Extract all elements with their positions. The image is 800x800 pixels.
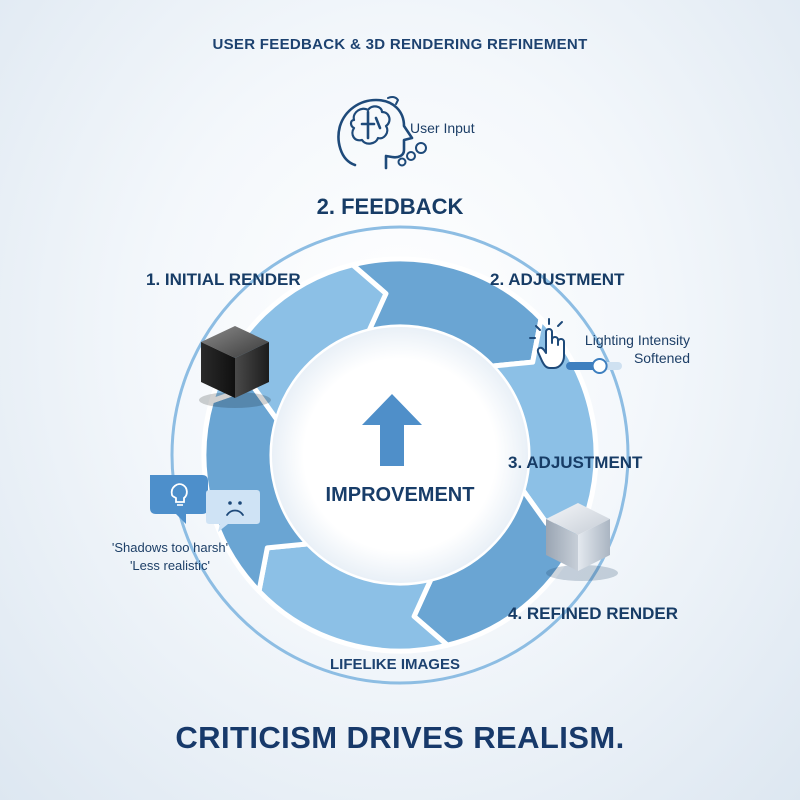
sad-face-bubble-icon — [206, 490, 260, 532]
stage-adjustment-3-label: 3. ADJUSTMENT — [508, 453, 643, 472]
slider-caption-line1: Lighting Intensity — [584, 332, 690, 348]
lightbulb-bubble-icon — [150, 475, 208, 524]
slider-handle — [591, 358, 608, 374]
feedback-quote: 'Shadows too harsh' — [111, 540, 229, 555]
stage-feedback-label: 2. FEEDBACK — [316, 194, 464, 219]
stage-initial-render-label: 1. INITIAL RENDER — [146, 270, 301, 289]
diagram-title: USER FEEDBACK & 3D RENDERING REFINEMENT — [212, 36, 588, 53]
improvement-label: IMPROVEMENT — [325, 484, 475, 506]
slider-caption-line2: Softened — [633, 350, 690, 366]
lighting-slider — [566, 358, 622, 374]
slider-fill — [566, 362, 600, 370]
cube-icon — [199, 326, 271, 408]
cube-icon — [546, 503, 618, 581]
slider-caption: Lighting Intensity Softened — [560, 331, 690, 367]
user-input-label: User Input — [410, 120, 475, 136]
tagline: CRITICISM DRIVES REALISM. — [175, 720, 625, 755]
stage-refined-render-label: 4. REFINED RENDER — [508, 604, 679, 623]
stage-lifelike-label: LIFELIKE IMAGES — [329, 656, 460, 673]
up-arrow-icon — [362, 394, 422, 466]
stage-adjustment-2-label: 2. ADJUSTMENT — [490, 270, 625, 289]
brain-head-icon — [337, 95, 427, 170]
outer-ring — [170, 225, 630, 685]
hand-pointer-icon — [529, 318, 565, 369]
feedback-quote: 'Less realistic' — [129, 558, 211, 573]
